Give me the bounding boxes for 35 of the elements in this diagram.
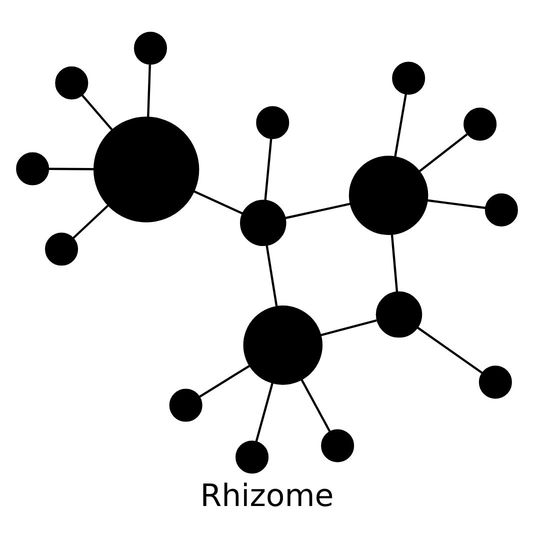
connector (394, 93, 408, 158)
node-circle (93, 116, 200, 222)
node-circle (55, 66, 88, 100)
connector (193, 190, 244, 215)
node-circle (45, 232, 78, 266)
connector (81, 94, 114, 131)
node-circle (478, 366, 512, 399)
node-circle (134, 32, 167, 65)
connector (147, 64, 151, 118)
node-circle (169, 388, 202, 422)
connector (284, 202, 350, 220)
connector (300, 378, 331, 432)
node-circle (392, 62, 426, 95)
connector (199, 364, 251, 398)
connector (48, 168, 94, 170)
connector (390, 234, 398, 293)
caption: Rhizome (200, 478, 334, 514)
node-circle (240, 200, 286, 246)
node-circle (16, 152, 50, 186)
node-circle (236, 440, 269, 474)
node-circle (243, 306, 323, 385)
node-circle (464, 108, 497, 141)
node-circle (484, 193, 518, 226)
connector (416, 326, 484, 374)
node-circle (256, 106, 290, 140)
connector (266, 244, 278, 306)
node-circle (348, 156, 428, 235)
connector (320, 319, 377, 336)
connector (72, 204, 109, 240)
node-circle (321, 429, 354, 462)
connector (264, 138, 272, 201)
connector (427, 199, 486, 210)
connector (255, 382, 274, 442)
node-circle (376, 291, 422, 338)
connector (418, 134, 468, 172)
